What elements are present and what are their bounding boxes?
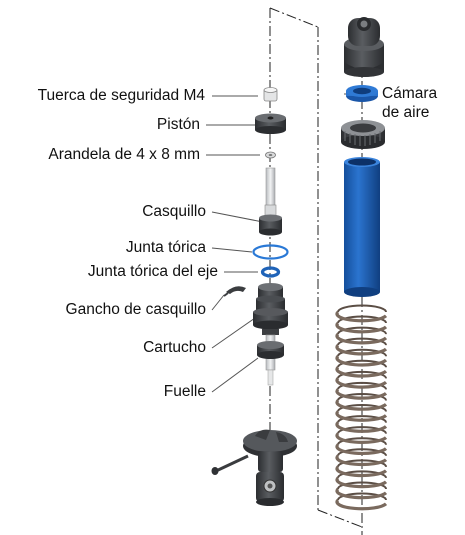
label-shaft-oring: Junta tórica del eje xyxy=(87,263,218,280)
spring-coil-back xyxy=(337,337,387,346)
spring-coil-back xyxy=(337,304,387,313)
spring-coil-front xyxy=(335,410,388,422)
leader-bushing xyxy=(211,211,264,223)
label-air-chamber-line1: Cámara xyxy=(382,85,438,102)
spring-coil-back xyxy=(337,392,387,401)
air-sleeve-part xyxy=(344,157,380,297)
axis-link-bottom xyxy=(317,509,363,528)
spring-coil-back xyxy=(337,470,387,479)
spring-coil-front xyxy=(335,498,388,511)
spring-part xyxy=(335,304,388,511)
spring-coil-front xyxy=(335,355,388,367)
locknut-part xyxy=(263,87,278,102)
spring-coil-back xyxy=(337,359,387,368)
spring-coil-front xyxy=(335,377,388,389)
leader-bushing-clip xyxy=(211,294,225,311)
air-chamber-seal-part xyxy=(346,85,378,102)
spring-coil-back xyxy=(337,492,387,501)
spring-coil-front xyxy=(335,366,388,378)
leader-bellows xyxy=(211,357,259,393)
cartridge-part xyxy=(253,283,288,335)
label-piston: Pistón xyxy=(156,116,200,133)
axis-link-top xyxy=(269,7,319,28)
washer-part xyxy=(265,151,276,159)
spring-coil-back xyxy=(337,404,387,412)
spring-coil-back xyxy=(337,370,387,379)
label-oring: Junta tórica xyxy=(125,239,206,256)
spring-coil-back xyxy=(337,326,387,335)
screw-part xyxy=(211,454,249,475)
spring-coil-front xyxy=(335,421,388,433)
spring-coil-front xyxy=(335,321,388,334)
spring-coil-front xyxy=(335,388,388,400)
label-bellows: Fuelle xyxy=(163,383,206,400)
spring-coil-front xyxy=(335,332,388,345)
bushing-clip-part xyxy=(223,286,246,297)
spring-coil-back xyxy=(337,315,387,324)
spring-coil-back xyxy=(337,448,387,457)
spring-coil-back xyxy=(337,437,387,445)
label-bushing: Casquillo xyxy=(142,203,206,220)
spring-coil-back xyxy=(337,426,387,434)
spring-coil-front xyxy=(335,476,388,489)
spring-coil-back xyxy=(337,381,387,390)
spring-coil-front xyxy=(335,343,388,356)
label-cartridge: Cartucho xyxy=(143,339,206,356)
spring-coil-back xyxy=(337,459,387,468)
label-bushing-clip: Gancho de casquillo xyxy=(65,301,206,318)
piston-part xyxy=(255,113,286,134)
label-locknut: Tuerca de seguridad M4 xyxy=(37,87,205,104)
spring-coil-back xyxy=(337,481,387,490)
oring-part xyxy=(252,244,289,260)
spring-coil-back xyxy=(337,348,387,357)
spring-coil-front xyxy=(335,310,388,323)
leader-oring xyxy=(211,247,253,253)
spring-coil-front xyxy=(335,465,388,478)
spring-coil-front xyxy=(335,487,388,500)
bellows-part xyxy=(257,334,284,386)
label-air-chamber-line2: de aire xyxy=(382,104,430,121)
spring-coil-front xyxy=(335,454,388,467)
shaft-oring-part xyxy=(260,266,281,278)
damper-shaft xyxy=(264,167,277,219)
spring-coil-front xyxy=(335,399,388,411)
leader-cartridge xyxy=(211,317,256,349)
spring-coil-front xyxy=(335,432,388,444)
spring-coil-back xyxy=(337,415,387,423)
seal-head-part xyxy=(341,120,385,149)
label-washer: Arandela de 4 x 8 mm xyxy=(48,146,200,163)
bushing-part xyxy=(259,214,282,236)
spring-coil-front xyxy=(335,443,388,456)
end-cap-part xyxy=(243,429,297,506)
top-cap-part xyxy=(344,17,384,77)
